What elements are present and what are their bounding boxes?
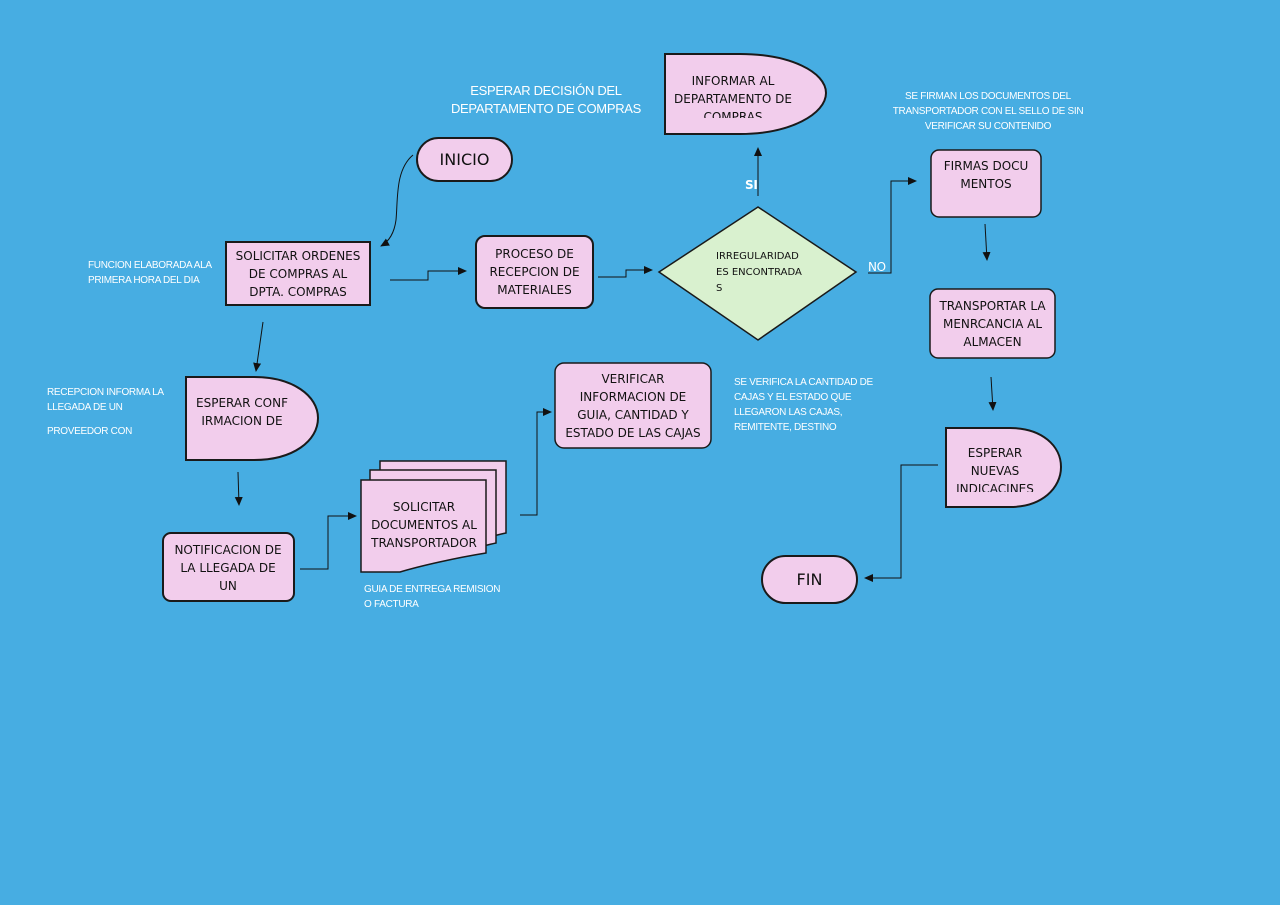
proceso-recepcion-box	[475, 235, 594, 309]
solicitar-ordenes-label: SOLICITAR ORDENES DE COMPRAS AL DPTA. CO…	[235, 248, 361, 299]
firmas-label: FIRMAS DOCUMENTOS	[943, 159, 1029, 191]
connector-esperar-to-fin	[864, 464, 938, 582]
connector-transportar-to-esperar	[988, 376, 997, 411]
solicitar-documentos-label: SOLICITAR DOCUMENTOS AL TRANSPORTADOR	[371, 500, 477, 550]
connector-solicitar-to-confirmacion	[253, 321, 264, 372]
esperar-confirmacion-label: ESPERAR CONFIRMACION DE	[196, 396, 288, 428]
esperar-indicaciones-delay-shape	[945, 427, 1063, 508]
verificar-label: VERIFICAR INFORMACION DE GUIA, CANTIDAD …	[565, 372, 701, 440]
connector-notificacion-to-documentos	[300, 512, 357, 570]
annotation-proveedor-con: PROVEEDOR CON	[47, 426, 133, 437]
annotation-recepcion-informa: RECEPCION INFORMA LA LLEGADA DE UN	[47, 387, 164, 413]
verificar-box	[554, 362, 712, 449]
annotation-se-firman: SE FIRMAN LOS DOCUMENTOS DEL TRANSPORTAD…	[892, 91, 1084, 132]
annotation-funcion-elaborada: FUNCION ELABORADA ALA PRIMERA HORA DEL D…	[88, 260, 212, 286]
esperar-confirmacion-delay-shape	[185, 376, 320, 461]
fin-terminator	[761, 555, 858, 604]
irregularidades-label: IRREGULARIDADES ENCONTRADAS	[716, 251, 802, 294]
inicio-label: INICIO	[439, 149, 490, 169]
notificacion-label: NOTIFICACION DE LA LLEGADA DE UN	[174, 542, 282, 593]
annotation-guia-entrega: GUIA DE ENTREGA REMISION O FACTURA	[364, 584, 501, 610]
connector-inicio-to-solicitar	[380, 154, 414, 247]
firmas-box	[930, 149, 1042, 218]
inicio-terminator	[416, 137, 513, 182]
esperar-indicaciones-label: ESPERAR NUEVAS INDICACINES	[956, 446, 1034, 492]
transportar-box	[929, 288, 1056, 359]
informar-delay-shape	[664, 53, 828, 135]
annotation-esperar-decision: ESPERAR DECISIÓN DEL DEPARTAMENTO DE COM…	[450, 83, 642, 116]
transportar-label: TRANSPORTAR LA MENRCANCIA AL ALMACEN	[939, 299, 1046, 349]
connector-firmas-to-transportar	[982, 223, 991, 261]
no-label: NO	[868, 260, 886, 274]
informar-label: INFORMAR AL DEPARTAMENTO DE COMPRAS	[674, 74, 792, 118]
connector-proceso-to-decision	[598, 266, 653, 278]
connector-decision-to-firmas	[868, 177, 917, 274]
solicitar-ordenes-box	[225, 241, 371, 306]
notificacion-box	[162, 532, 295, 602]
annotation-se-verifica: SE VERIFICA LA CANTIDAD DE CAJAS Y EL ES…	[734, 377, 873, 433]
irregularidades-diamond	[657, 206, 858, 341]
connector-solicitar-to-proceso	[390, 267, 467, 281]
connector-confirmacion-to-notificacion	[234, 471, 243, 506]
fin-label: FIN	[796, 569, 823, 589]
si-label: SI	[745, 178, 758, 192]
solicitar-documentos-multidoc	[360, 460, 507, 573]
proceso-recepcion-label: PROCESO DE RECEPCION DE MATERIALES	[489, 247, 580, 297]
connector-documentos-to-verificar	[520, 408, 552, 516]
